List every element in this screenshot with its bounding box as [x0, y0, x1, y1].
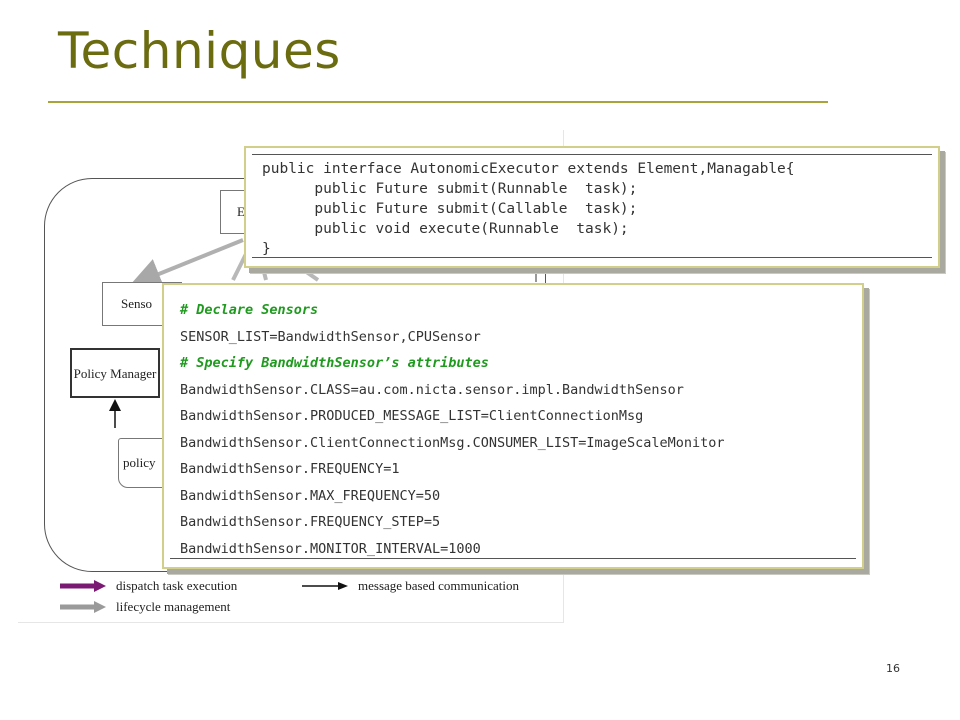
config-line: BandwidthSensor.CLASS=au.com.nicta.senso… — [180, 381, 684, 398]
legend-message: message based communication — [300, 578, 519, 594]
code-line: } — [262, 241, 271, 257]
title-divider — [48, 101, 828, 103]
legend-message-label: message based communication — [358, 578, 520, 593]
config-line: SENSOR_LIST=BandwidthSensor,CPUSensor — [180, 328, 481, 345]
code-line: public Future submit(Runnable task); — [262, 181, 638, 197]
lifecycle-arrow-icon — [60, 601, 106, 613]
code-line: public void execute(Runnable task); — [262, 221, 629, 237]
config-line: BandwidthSensor.PRODUCED_MESSAGE_LIST=Cl… — [180, 408, 644, 424]
code-line: public interface AutonomicExecutor exten… — [262, 161, 795, 177]
legend-lifecycle: lifecycle management — [58, 599, 230, 615]
dispatch-arrow-icon — [60, 580, 106, 592]
interface-code-panel: public interface AutonomicExecutor exten… — [244, 146, 940, 268]
page-number: 16 — [886, 662, 900, 675]
config-comment-line: # Specify BandwidthSensor’s attributes — [180, 355, 489, 371]
interface-code-frame: public interface AutonomicExecutor exten… — [252, 154, 932, 258]
legend-lifecycle-label: lifecycle management — [116, 599, 231, 614]
config-line: BandwidthSensor.ClientConnectionMsg.CONS… — [180, 434, 725, 451]
code-line: public Future submit(Callable task); — [262, 201, 638, 217]
config-line: BandwidthSensor.MONITOR_INTERVAL=1000 — [180, 540, 481, 557]
legend-dispatch-label: dispatch task execution — [116, 578, 238, 593]
interface-code-block: public interface AutonomicExecutor exten… — [262, 159, 795, 259]
lifecycle-arrow-to-sensor — [129, 238, 244, 289]
config-comment-line: # Declare Sensors — [180, 302, 319, 318]
message-arrow-icon — [302, 582, 348, 590]
config-line: BandwidthSensor.FREQUENCY_STEP=5 — [180, 514, 441, 530]
diagram-box-policy-manager: Policy Manager — [70, 348, 160, 398]
config-line: BandwidthSensor.FREQUENCY=1 — [180, 461, 400, 477]
config-line: BandwidthSensor.MAX_FREQUENCY=50 — [180, 487, 441, 504]
legend-dispatch: dispatch task execution — [58, 578, 237, 594]
slide-title: Techniques — [58, 22, 341, 80]
